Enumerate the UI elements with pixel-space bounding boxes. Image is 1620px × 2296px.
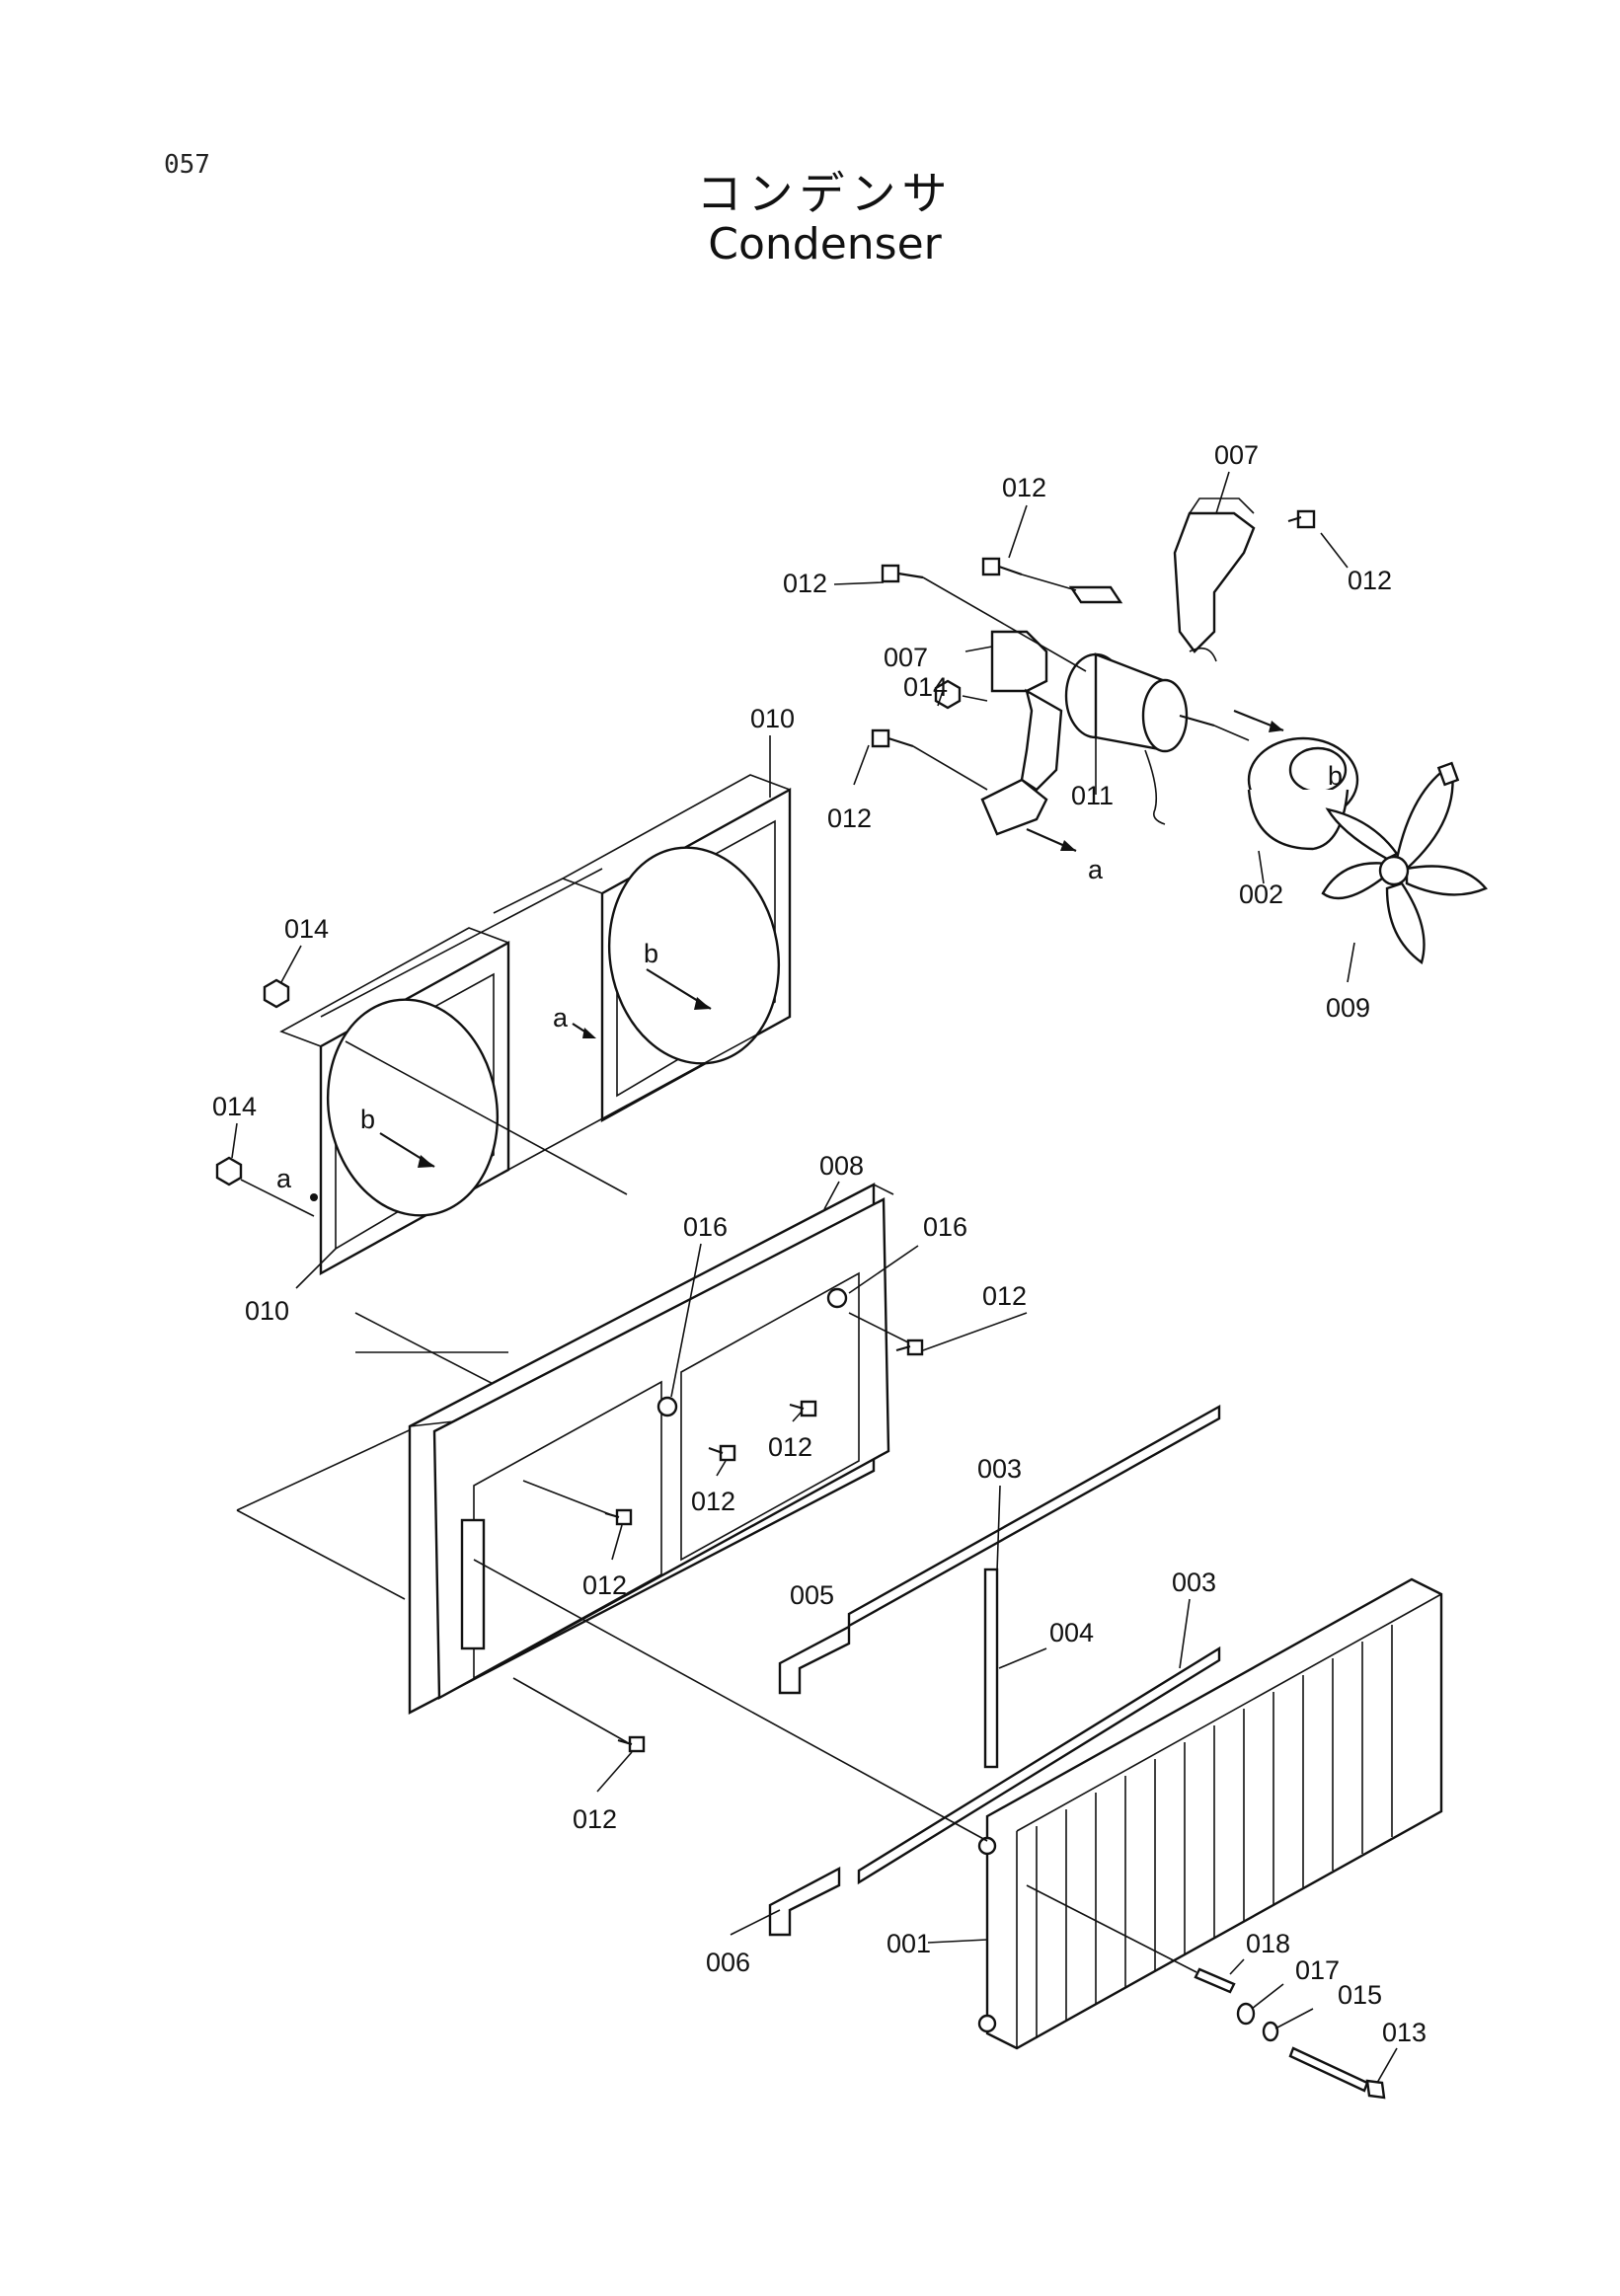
- marker-a-motor: a: [1088, 855, 1104, 884]
- marker-a-right-shroud: a: [553, 1003, 569, 1033]
- marker-b-right-shroud: b: [644, 939, 658, 968]
- callout-004: 004: [1049, 1618, 1094, 1647]
- nuts-014-shroud: [215, 978, 315, 1217]
- seal-strip-004: [983, 1568, 999, 1769]
- callout-014-left: 014: [212, 1092, 257, 1121]
- fan-hub-bushing: [1247, 736, 1359, 851]
- callout-016-right: 016: [923, 1212, 967, 1242]
- callout-006: 006: [706, 1948, 750, 1977]
- seal-strip-003-lower: [857, 1645, 1221, 1885]
- callout-016-left: 016: [683, 1212, 728, 1242]
- title-japanese: コンデンサ: [696, 167, 954, 220]
- callout-012-top: 012: [1002, 473, 1046, 502]
- motor-bracket-lower: [980, 630, 1063, 836]
- callout-007-left: 007: [884, 643, 928, 672]
- bolt-012-mid: [871, 728, 914, 748]
- callout-017-washer: 017: [1295, 1955, 1340, 1985]
- callout-015: 015: [1338, 1980, 1382, 2010]
- callout-010-shroud-left: 010: [245, 1296, 289, 1326]
- callout-008-frame: 008: [819, 1151, 864, 1181]
- seal-strip-006: [768, 1867, 841, 1937]
- seal-strip-005: [778, 1625, 851, 1695]
- callout-009: 009: [1326, 993, 1370, 1023]
- motor-bracket-upper: [1173, 497, 1256, 653]
- callout-012-frame-right: 012: [982, 1281, 1027, 1311]
- washer-017: [1236, 2002, 1256, 2026]
- fan-shroud-left: [279, 927, 510, 1276]
- bolt-012-right: [1287, 509, 1316, 529]
- frame-assembly-lines: [473, 1312, 988, 1842]
- callout-018: 018: [1246, 1929, 1290, 1958]
- callout-001: 001: [887, 1929, 931, 1958]
- callout-014-motor: 014: [903, 672, 948, 702]
- callout-012-left: 012: [783, 569, 827, 598]
- bolt-012-top-left: [881, 564, 924, 583]
- callout-003-lower: 003: [1172, 1568, 1216, 1597]
- callout-012-frame-center: 012: [691, 1487, 735, 1516]
- marker-b-left-shroud: b: [360, 1105, 375, 1134]
- fan-shroud-right: [493, 774, 792, 1123]
- callout-012-frame-mid: 012: [768, 1432, 812, 1462]
- seal-strip-003-upper: [847, 1404, 1221, 1629]
- bolts-012-frame: [604, 1339, 924, 1753]
- title-english: Condenser: [708, 219, 942, 269]
- pin-018: [1026, 1884, 1236, 1994]
- frame-008: [408, 1183, 894, 1715]
- marker-b-motor: b: [1328, 761, 1343, 791]
- callout-002: 002: [1239, 880, 1283, 909]
- nut-014-motor: [934, 679, 962, 710]
- assembly-lines-motor: [912, 574, 1284, 853]
- callout-014-shroud: 014: [284, 914, 329, 944]
- callout-010-top: 010: [750, 704, 795, 733]
- callout-007-top: 007: [1214, 440, 1259, 470]
- bolt-013: [1288, 2046, 1386, 2100]
- callout-003-upper: 003: [977, 1454, 1022, 1484]
- washers-016: [656, 1287, 848, 1417]
- leader-lines: [231, 471, 1398, 2084]
- motor-body: [1064, 647, 1217, 825]
- plate-small: [1068, 585, 1123, 604]
- callout-012-mid: 012: [827, 804, 872, 833]
- fan-blade: [1321, 761, 1488, 964]
- condenser-core-001: [977, 1577, 1443, 2050]
- callout-013: 013: [1382, 2018, 1427, 2047]
- markers-b-arrows: [310, 968, 712, 1201]
- bolt-012-top: [981, 557, 1023, 576]
- marker-a-left-shroud: a: [276, 1164, 292, 1193]
- callout-005: 005: [790, 1580, 834, 1610]
- callout-labels: 007 012 012 012 007 014 011 012 002 009 …: [212, 440, 1427, 2047]
- callout-012-frame-bottom: 012: [573, 1804, 617, 1834]
- callout-011: 011: [1071, 781, 1114, 810]
- callout-012-frame-left: 012: [582, 1570, 627, 1600]
- shroud-connector-lines: [236, 868, 791, 1600]
- callout-012-right: 012: [1348, 566, 1392, 595]
- page-number: 057: [164, 150, 210, 180]
- lock-washer-015: [1262, 2021, 1279, 2042]
